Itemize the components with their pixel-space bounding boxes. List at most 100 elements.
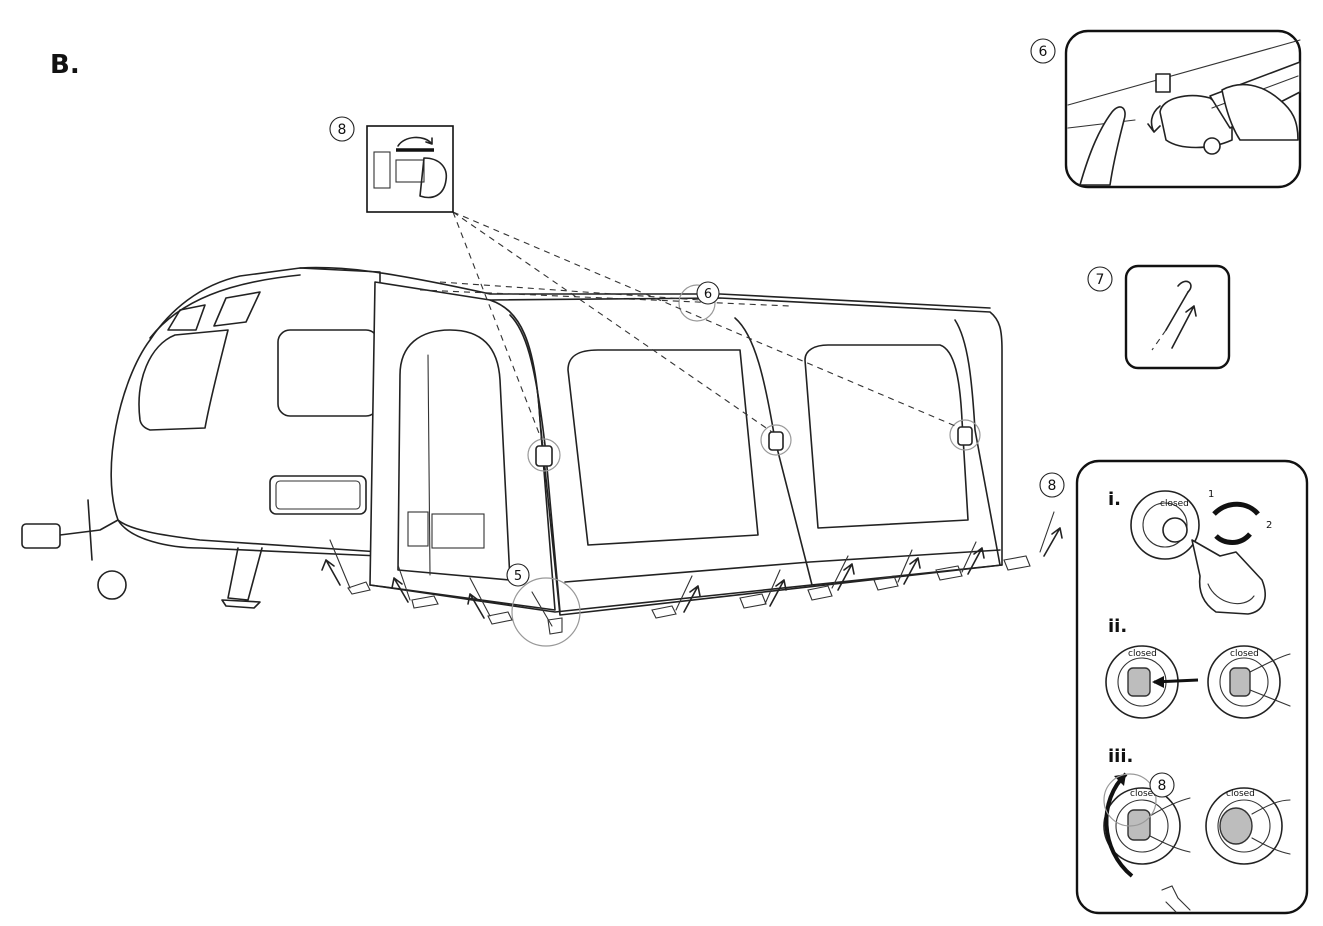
leader-line-8-to-valve-3	[452, 211, 961, 429]
turn-2-label: 2	[1266, 520, 1272, 531]
valve-text: closed	[1160, 499, 1189, 509]
peg-insert-arrow-icon	[467, 593, 485, 619]
curved-arrow-icon	[1147, 105, 1161, 133]
step-ii-label: ii.	[1108, 616, 1127, 637]
peg-insert-arrow-icon	[769, 579, 787, 607]
caravan-locker	[269, 475, 367, 515]
peg-hook	[1177, 280, 1192, 293]
section-label: B.	[50, 50, 80, 80]
valve-text: closed	[1128, 649, 1157, 659]
peg-insert-arrow-icon	[967, 547, 985, 575]
pump-nozzle-icon	[1161, 885, 1191, 913]
rotate-arrow-icon	[397, 136, 433, 147]
step-i-label: i.	[1108, 489, 1121, 510]
peg-insert-arrow-icon	[321, 559, 341, 586]
valve-text: closed	[1226, 789, 1255, 799]
callout-number: 6	[704, 287, 712, 302]
peg-tab	[1003, 555, 1031, 571]
caravan-roof-line	[149, 274, 301, 339]
peg	[329, 539, 351, 589]
callout-number: 5	[514, 569, 522, 584]
peg-insert-arrow-icon	[837, 563, 855, 591]
callout-7-panel: 7	[1087, 266, 1113, 292]
curved-arrow-icon	[1104, 772, 1134, 878]
turn-1-label: 1	[1208, 489, 1214, 500]
caravan-locker-inner	[275, 480, 361, 510]
peg-tab	[347, 581, 371, 595]
callout-5: 5	[506, 563, 530, 587]
peg	[397, 564, 411, 601]
corner-steady	[227, 547, 263, 601]
caravan-skylight-front	[167, 304, 206, 331]
callout-6-panel: 6	[1030, 38, 1056, 64]
peg	[1039, 511, 1055, 553]
callout-number: 7	[1096, 272, 1105, 288]
panel-valve-steps: i. 1 2 closed ii. closed closed iii. clo…	[1075, 459, 1309, 915]
peg-tab	[739, 593, 767, 609]
beam-valve-3	[957, 426, 973, 446]
step-iii-label: iii.	[1108, 746, 1133, 767]
rotate-arrow-icon	[1214, 532, 1252, 545]
peg-insert-arrow-icon	[1043, 527, 1063, 557]
peg-ground-line	[1151, 329, 1167, 351]
awning-door-window-b	[431, 513, 485, 549]
peg-insert-arrow-icon	[1171, 305, 1197, 349]
awning-door-frame	[397, 329, 511, 581]
hitch-head	[21, 523, 61, 549]
beam-valve-1-highlight	[527, 438, 561, 472]
jockey-wheel	[97, 570, 127, 600]
awning-window-2	[804, 344, 969, 529]
hand-left	[1079, 106, 1126, 186]
awning-base-line	[369, 564, 1003, 613]
peg	[961, 541, 977, 573]
valve-text: closed	[1130, 789, 1159, 799]
peg-insert-arrow-icon	[903, 557, 921, 585]
peg-insert-arrows	[321, 527, 1063, 619]
peg	[675, 575, 693, 611]
peg-tab	[547, 617, 563, 635]
air-beam-3	[954, 319, 1001, 566]
leader-line-8-to-valve-1	[452, 211, 545, 447]
air-beam-1	[509, 314, 561, 613]
awning-front-panel	[489, 297, 1003, 616]
peg	[469, 577, 491, 617]
peg	[764, 569, 781, 605]
callout-number: 8	[1048, 478, 1057, 494]
caravan-skylight-mid	[213, 291, 261, 327]
awning-roof-edge	[299, 266, 991, 309]
awning-window-1	[567, 349, 759, 546]
ground-pegs	[329, 511, 1055, 635]
peg-tab	[487, 611, 513, 625]
corner-steady-foot	[221, 599, 261, 609]
callout-6-main: 6	[696, 281, 720, 305]
beam-valve-2	[768, 431, 784, 451]
callout-8-right: 8	[1039, 472, 1065, 498]
caravan-awning-illustration	[21, 211, 1063, 647]
peg-insert-arrow-icon	[391, 577, 409, 603]
leader-line-8-to-valve-2	[452, 211, 773, 433]
panel-valve-detail	[366, 125, 454, 213]
awning-skirt-line	[564, 549, 1001, 583]
roof-connection-highlight	[678, 284, 716, 322]
peg	[897, 549, 913, 583]
callout-number: 8	[1158, 778, 1167, 794]
callout-number: 8	[338, 122, 347, 138]
panel-7-peg	[1124, 264, 1231, 370]
peg-tab	[807, 585, 833, 601]
rotate-arrow-icon	[1212, 501, 1260, 516]
peg-tab	[935, 565, 963, 581]
peg-tab	[651, 605, 677, 619]
drawbar	[59, 519, 119, 536]
peg-shaft	[1165, 291, 1189, 331]
caravan-skirt	[117, 519, 381, 557]
peg-insert-arrow-icon	[683, 585, 701, 613]
callout-8-step-circle	[1149, 772, 1175, 798]
push-arrow-head	[1152, 676, 1164, 688]
peg	[831, 555, 849, 589]
leader-line-roof-1	[419, 289, 791, 307]
jockey-wheel-post	[87, 499, 93, 561]
caravan-front-window	[138, 329, 229, 431]
callout-8-top: 8	[329, 116, 355, 142]
